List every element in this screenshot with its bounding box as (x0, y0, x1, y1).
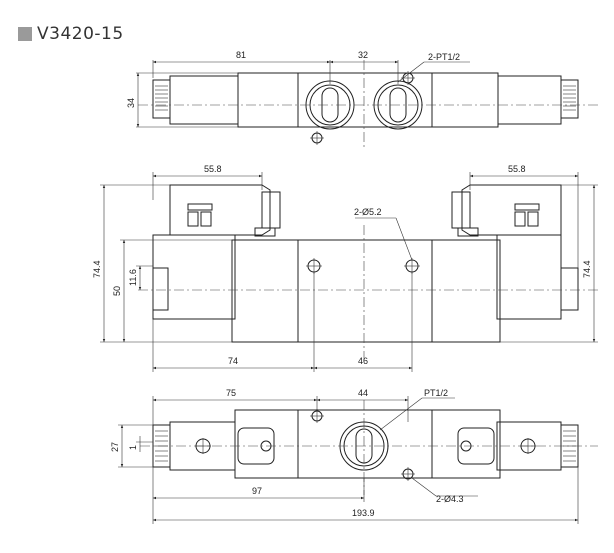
front-valve-body (231, 239, 501, 343)
top-right-body (431, 72, 499, 128)
bottom-right-gland (457, 427, 495, 465)
dim-74-label: 74 (228, 356, 238, 366)
dim-27-label: 27 (110, 442, 120, 452)
dim-74-4-right-label: 74.4 (582, 260, 592, 278)
front-left-solenoid (152, 234, 236, 320)
front-hole-label: 2-Ø5.2 (354, 207, 382, 217)
top-right-solenoid (497, 75, 562, 125)
dim-55-8-right-label: 55.8 (508, 164, 526, 174)
bottom-hole-label: 2-Ø4.3 (436, 494, 464, 504)
dim-81-label: 81 (236, 50, 246, 60)
dim-50-label: 50 (112, 286, 122, 296)
front-left-indicator (187, 203, 213, 211)
front-right-indicator (514, 203, 540, 211)
dim-193-9-label: 193.9 (352, 508, 375, 518)
top-port-label: 2-PT1/2 (428, 52, 460, 62)
front-right-solenoid (496, 234, 562, 320)
front-view: 55.8 55.8 74.4 50 11.6 74.4 (92, 164, 598, 372)
drawing-title: V3420-15 (37, 24, 124, 44)
front-right-plug (560, 267, 579, 311)
title-row: V3420-15 (18, 24, 124, 44)
bottom-view: 75 44 PT1/2 2-Ø4.3 27 1 97 193.9 (110, 388, 598, 524)
dim-46-label: 46 (358, 356, 368, 366)
front-left-cable-gland (261, 191, 281, 229)
bottom-valve-body (234, 409, 501, 479)
dim-32-label: 32 (358, 50, 368, 60)
title-square-icon (18, 27, 32, 41)
top-right-connector (560, 79, 579, 119)
top-left-solenoid (169, 75, 239, 125)
front-right-cable-gland (451, 191, 471, 229)
dim-55-8-left-label: 55.8 (204, 164, 222, 174)
top-view: 81 32 2-PT1/2 34 (126, 50, 598, 150)
dim-1-label: 1 (128, 445, 138, 450)
dim-44-label: 44 (358, 388, 368, 398)
front-left-plug (152, 267, 169, 311)
top-left-body (237, 72, 299, 128)
dim-11-6-label: 11.6 (128, 269, 138, 286)
dim-75-label: 75 (226, 388, 236, 398)
dim-34-label: 34 (126, 98, 136, 108)
dim-74-4-left-label: 74.4 (92, 260, 102, 278)
bottom-port-label: PT1/2 (424, 388, 448, 398)
dim-97-label: 97 (252, 486, 262, 496)
